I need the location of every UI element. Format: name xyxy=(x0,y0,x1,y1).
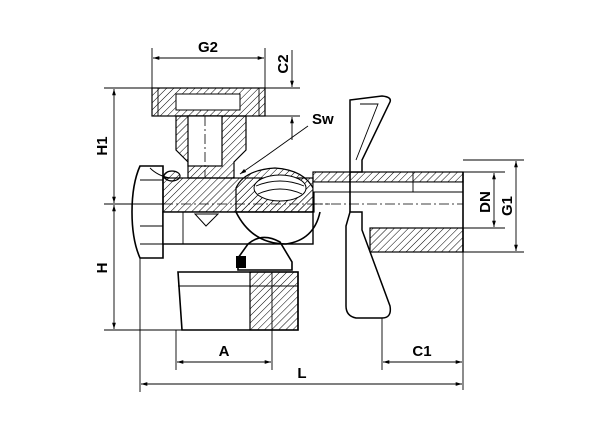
c2-label: C2 xyxy=(275,54,292,73)
top-nut xyxy=(151,87,266,117)
h-label: H xyxy=(94,263,111,274)
sw-leader-arrow xyxy=(239,155,267,175)
dn-label: DN xyxy=(477,191,494,213)
ball xyxy=(235,167,321,245)
sw-leader xyxy=(265,125,309,157)
lever-handle xyxy=(177,236,299,331)
h1-label: H1 xyxy=(94,136,111,155)
valve-neck xyxy=(175,115,247,179)
g1-label: G1 xyxy=(499,196,516,216)
a-label: A xyxy=(219,343,230,360)
c1-label: C1 xyxy=(412,343,431,360)
outlet-pipe xyxy=(312,171,464,253)
sw-label: Sw xyxy=(312,111,334,128)
l-label: L xyxy=(297,365,306,382)
dimensions: G2 C2 Sw H1 H DN G1 A xyxy=(94,39,524,392)
wall-flange xyxy=(345,95,392,319)
g2-label: G2 xyxy=(198,39,218,56)
valve-body xyxy=(131,87,464,331)
